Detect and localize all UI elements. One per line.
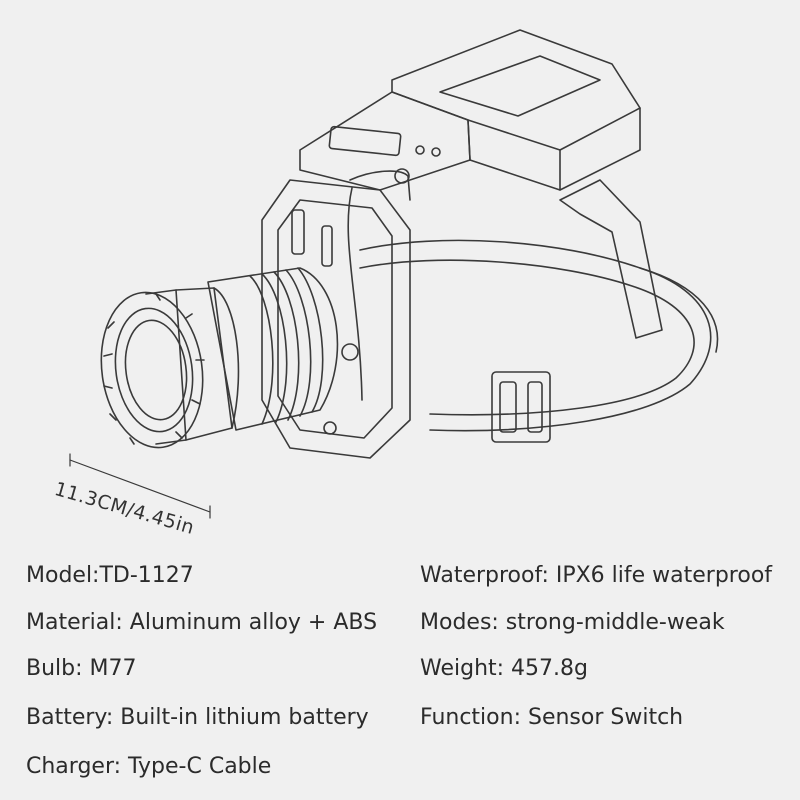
spec-battery: Battery: Built-in lithium battery <box>26 705 369 730</box>
spec-weight: Weight: 457.8g <box>420 656 588 681</box>
spec-modes: Modes: strong-middle-weak <box>420 610 725 635</box>
dimension-line <box>69 453 211 519</box>
spec-material: Material: Aluminum alloy + ABS <box>26 610 378 635</box>
lamp-body <box>261 168 411 459</box>
lamp-head <box>145 267 339 445</box>
spec-waterproof: Waterproof: IPX6 life waterproof <box>420 563 773 588</box>
spec-model: Model:TD-1127 <box>26 563 194 588</box>
headband <box>359 179 719 432</box>
headlamp-illustration <box>69 29 719 519</box>
strap-buckle <box>491 371 551 443</box>
lamp-lens <box>100 291 205 449</box>
spec-function: Function: Sensor Switch <box>420 705 684 730</box>
spec-bulb: Bulb: M77 <box>26 656 137 681</box>
spec-charger: Charger: Type-C Cable <box>26 754 272 779</box>
battery-pack <box>299 29 641 191</box>
